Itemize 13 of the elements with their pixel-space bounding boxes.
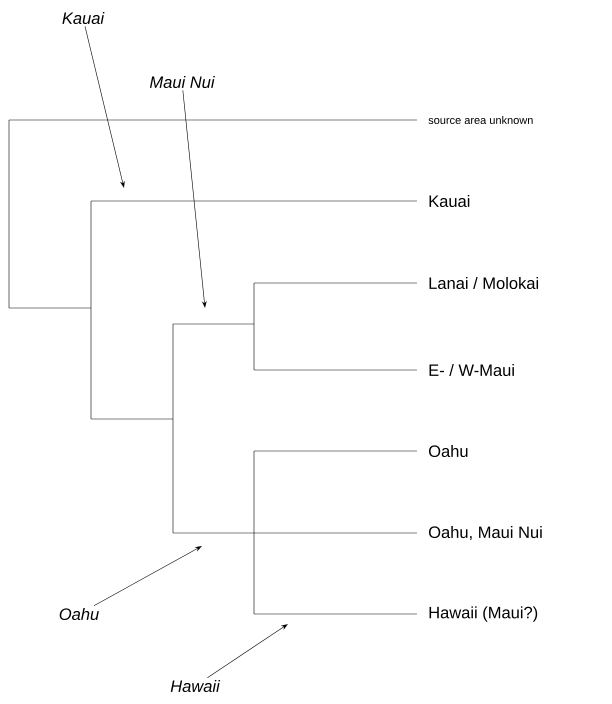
leaf-label: source area unknown: [428, 116, 533, 124]
leader-arrow: [94, 546, 202, 606]
leaf-label: Hawaii (Maui?): [430, 606, 538, 622]
annotation-text: Hawaii: [170, 680, 220, 692]
leaf-label: Oahu, Maui Nui: [428, 526, 542, 540]
leaf-label: Oahu: [428, 444, 468, 458]
annotation-text: Kauai: [62, 12, 104, 24]
leader-arrow: [207, 624, 288, 678]
leaf-label: E- / W-Maui: [430, 364, 514, 376]
annotation-text: Oahu: [60, 608, 99, 620]
leaf-label: Kauai: [430, 194, 470, 208]
leaf-label: Lanai / Molokai: [430, 276, 538, 290]
annotation-text: Maui Nui: [150, 76, 215, 88]
